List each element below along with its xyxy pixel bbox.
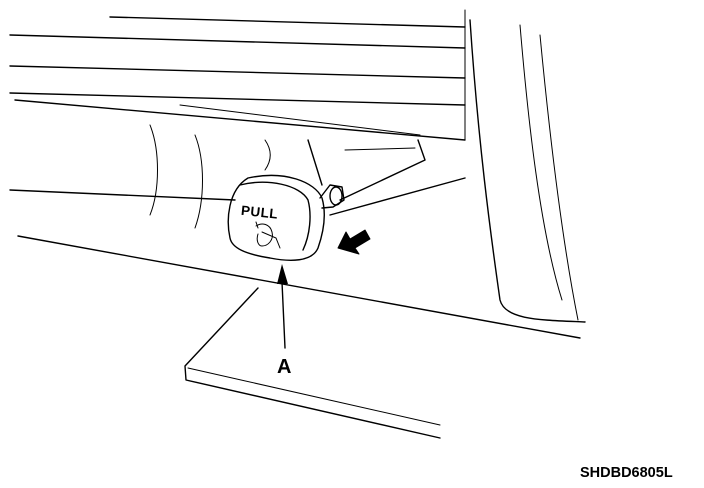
pull-knob[interactable]: PULL: [227, 174, 345, 261]
knob-pull-text: PULL: [240, 203, 279, 222]
hood-release-icon: [255, 221, 281, 249]
floor-panel: [184, 287, 441, 439]
lower-dash: [9, 124, 581, 339]
figure-code: SHDBD6805L: [580, 465, 673, 481]
callout-a-leader: [277, 264, 288, 349]
callout-label-a: A: [277, 356, 291, 378]
dashboard-panel: [9, 9, 466, 141]
pillar-trim: [469, 19, 586, 323]
pull-direction-arrow: [337, 229, 371, 255]
release-lever: [307, 139, 466, 216]
